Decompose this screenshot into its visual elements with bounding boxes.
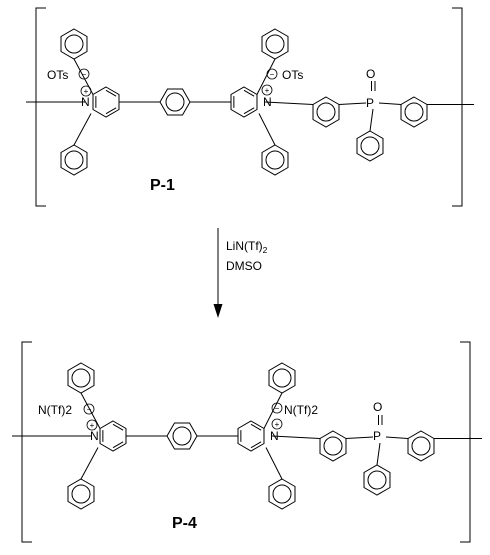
bond	[376, 442, 381, 466]
aromatic-circle	[360, 136, 380, 156]
double-bond	[243, 107, 255, 115]
p1-nitrogen-right: N	[263, 95, 272, 109]
right-bracket	[460, 341, 471, 543]
bond	[73, 113, 92, 146]
double-bond	[243, 89, 255, 97]
pyridinium-ring	[230, 86, 258, 118]
p4-nitrogen-left: N	[90, 429, 99, 443]
p1-counterion-left: OTs	[47, 68, 68, 82]
double-bond	[105, 107, 117, 115]
aromatic-circle	[265, 150, 285, 170]
aromatic-circle	[71, 368, 91, 388]
benzene-ring	[261, 144, 289, 176]
bond	[73, 58, 94, 95]
p4-counterion-left: N(Tf)2	[38, 403, 72, 417]
bond	[272, 435, 321, 439]
benzene-ring	[268, 478, 296, 510]
bond	[258, 113, 276, 146]
bond	[80, 392, 101, 429]
double-bond	[250, 423, 262, 431]
charge-circle	[271, 402, 283, 414]
right-bracket	[452, 7, 463, 207]
p1-counterion-right: OTs	[282, 68, 303, 82]
charge-symbols	[78, 68, 283, 431]
benzene-ring	[67, 478, 95, 510]
polymer-p4-structure	[12, 341, 482, 543]
solvent-label: DMSO	[226, 259, 262, 273]
p1-oxygen: O	[366, 67, 375, 81]
p1-plus-right: +	[265, 86, 270, 95]
p4-minus-right: −	[275, 404, 280, 413]
bond	[80, 447, 99, 480]
bond	[345, 436, 374, 439]
pyridinium-ring	[99, 420, 127, 452]
aromatic-circle	[367, 470, 387, 490]
bond	[378, 102, 402, 105]
p4-phosphorus: P	[373, 429, 381, 443]
left-bracket	[35, 7, 46, 207]
aromatic-circle	[316, 102, 336, 122]
bond	[265, 447, 283, 480]
double-bond	[105, 89, 117, 97]
p1-minus-right: −	[270, 70, 275, 79]
aromatic-circle	[64, 34, 84, 54]
p4-oxygen: O	[373, 400, 382, 414]
benzene-ring	[356, 130, 384, 162]
bond	[256, 58, 276, 95]
aromatic-circle	[165, 92, 185, 112]
p1-nitrogen-left: N	[81, 95, 90, 109]
bond	[338, 102, 367, 105]
reaction-arrow	[213, 228, 223, 318]
p4-plus-left: +	[90, 421, 95, 430]
aromatic-circle	[64, 150, 84, 170]
double-bond	[112, 423, 124, 431]
aromatic-circle	[272, 484, 292, 504]
polymer-p1-structure	[26, 7, 474, 207]
polymer-name-p4: P-4	[172, 515, 197, 532]
p4-counterion-right: N(Tf)2	[284, 403, 318, 417]
p4-minus-left: −	[87, 405, 92, 414]
charge-circle	[83, 403, 95, 415]
aromatic-circle	[323, 436, 343, 456]
aromatic-circle	[71, 484, 91, 504]
benzene-ring	[60, 144, 88, 176]
bond	[385, 436, 409, 439]
charge-circle	[78, 68, 90, 80]
aromatic-circle	[411, 436, 431, 456]
aromatic-circle	[272, 368, 292, 388]
pyridinium-ring	[92, 86, 120, 118]
double-bond	[250, 441, 262, 449]
charge-circle	[271, 418, 283, 430]
aromatic-circle	[404, 102, 424, 122]
p1-plus-left: +	[84, 87, 89, 96]
polymer-name-p1: P-1	[150, 177, 175, 194]
charge-circle	[86, 419, 98, 431]
bond	[265, 101, 314, 105]
p4-plus-right: +	[275, 420, 280, 429]
double-bond	[112, 441, 124, 449]
aromatic-circle	[265, 34, 285, 54]
bond	[369, 108, 374, 132]
charge-circle	[80, 85, 92, 97]
reagent-label: LiN(Tf)2	[226, 239, 268, 255]
p4-nitrogen-right: N	[270, 429, 279, 443]
left-bracket	[21, 341, 32, 543]
charge-circle	[261, 84, 273, 96]
p1-phosphorus: P	[366, 96, 374, 110]
benzene-ring	[363, 464, 391, 496]
aromatic-circle	[172, 426, 192, 446]
pyridinium-ring	[237, 420, 265, 452]
charge-circle	[266, 68, 278, 80]
p1-minus-left: −	[82, 70, 87, 79]
